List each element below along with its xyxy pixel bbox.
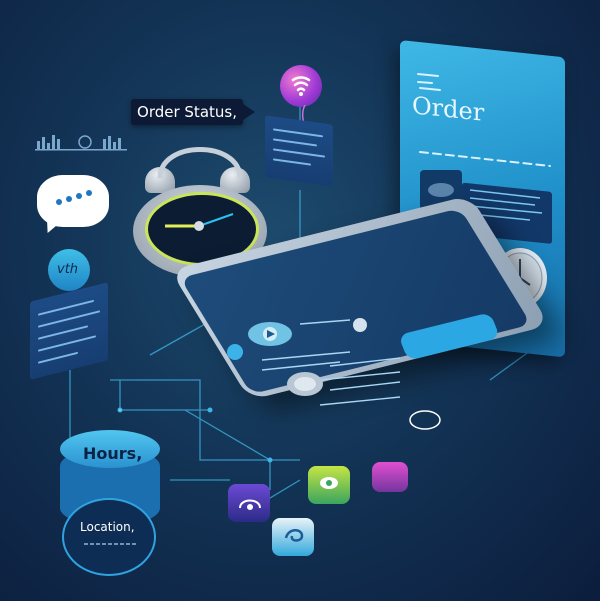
toggle-icon	[239, 499, 261, 510]
wifi-icon	[291, 76, 311, 96]
signal-bars-icon	[35, 135, 127, 151]
app-icon-pink	[372, 462, 408, 492]
info-card-top	[265, 115, 333, 187]
location-label: Location,	[80, 520, 135, 534]
vth-badge	[48, 249, 90, 291]
alarm-clock-hands	[165, 213, 234, 231]
hours-label: Hours,	[83, 444, 143, 463]
hours-cylinder-top	[60, 430, 160, 468]
chat-bubble-icon	[37, 175, 109, 227]
chat-dots	[56, 190, 92, 205]
smartphone-content	[227, 314, 498, 430]
app-icon-toggle	[228, 484, 270, 522]
location-disc	[62, 498, 156, 576]
vth-text: vth	[57, 262, 79, 277]
order-status-label: Order Status,	[131, 99, 243, 125]
swirl-icon	[284, 529, 304, 542]
alarm-handle	[157, 147, 243, 179]
wifi-pin	[280, 65, 322, 107]
eye-icon	[320, 477, 338, 489]
order-status-label-pointer	[243, 104, 255, 120]
location-sublines	[84, 543, 136, 545]
